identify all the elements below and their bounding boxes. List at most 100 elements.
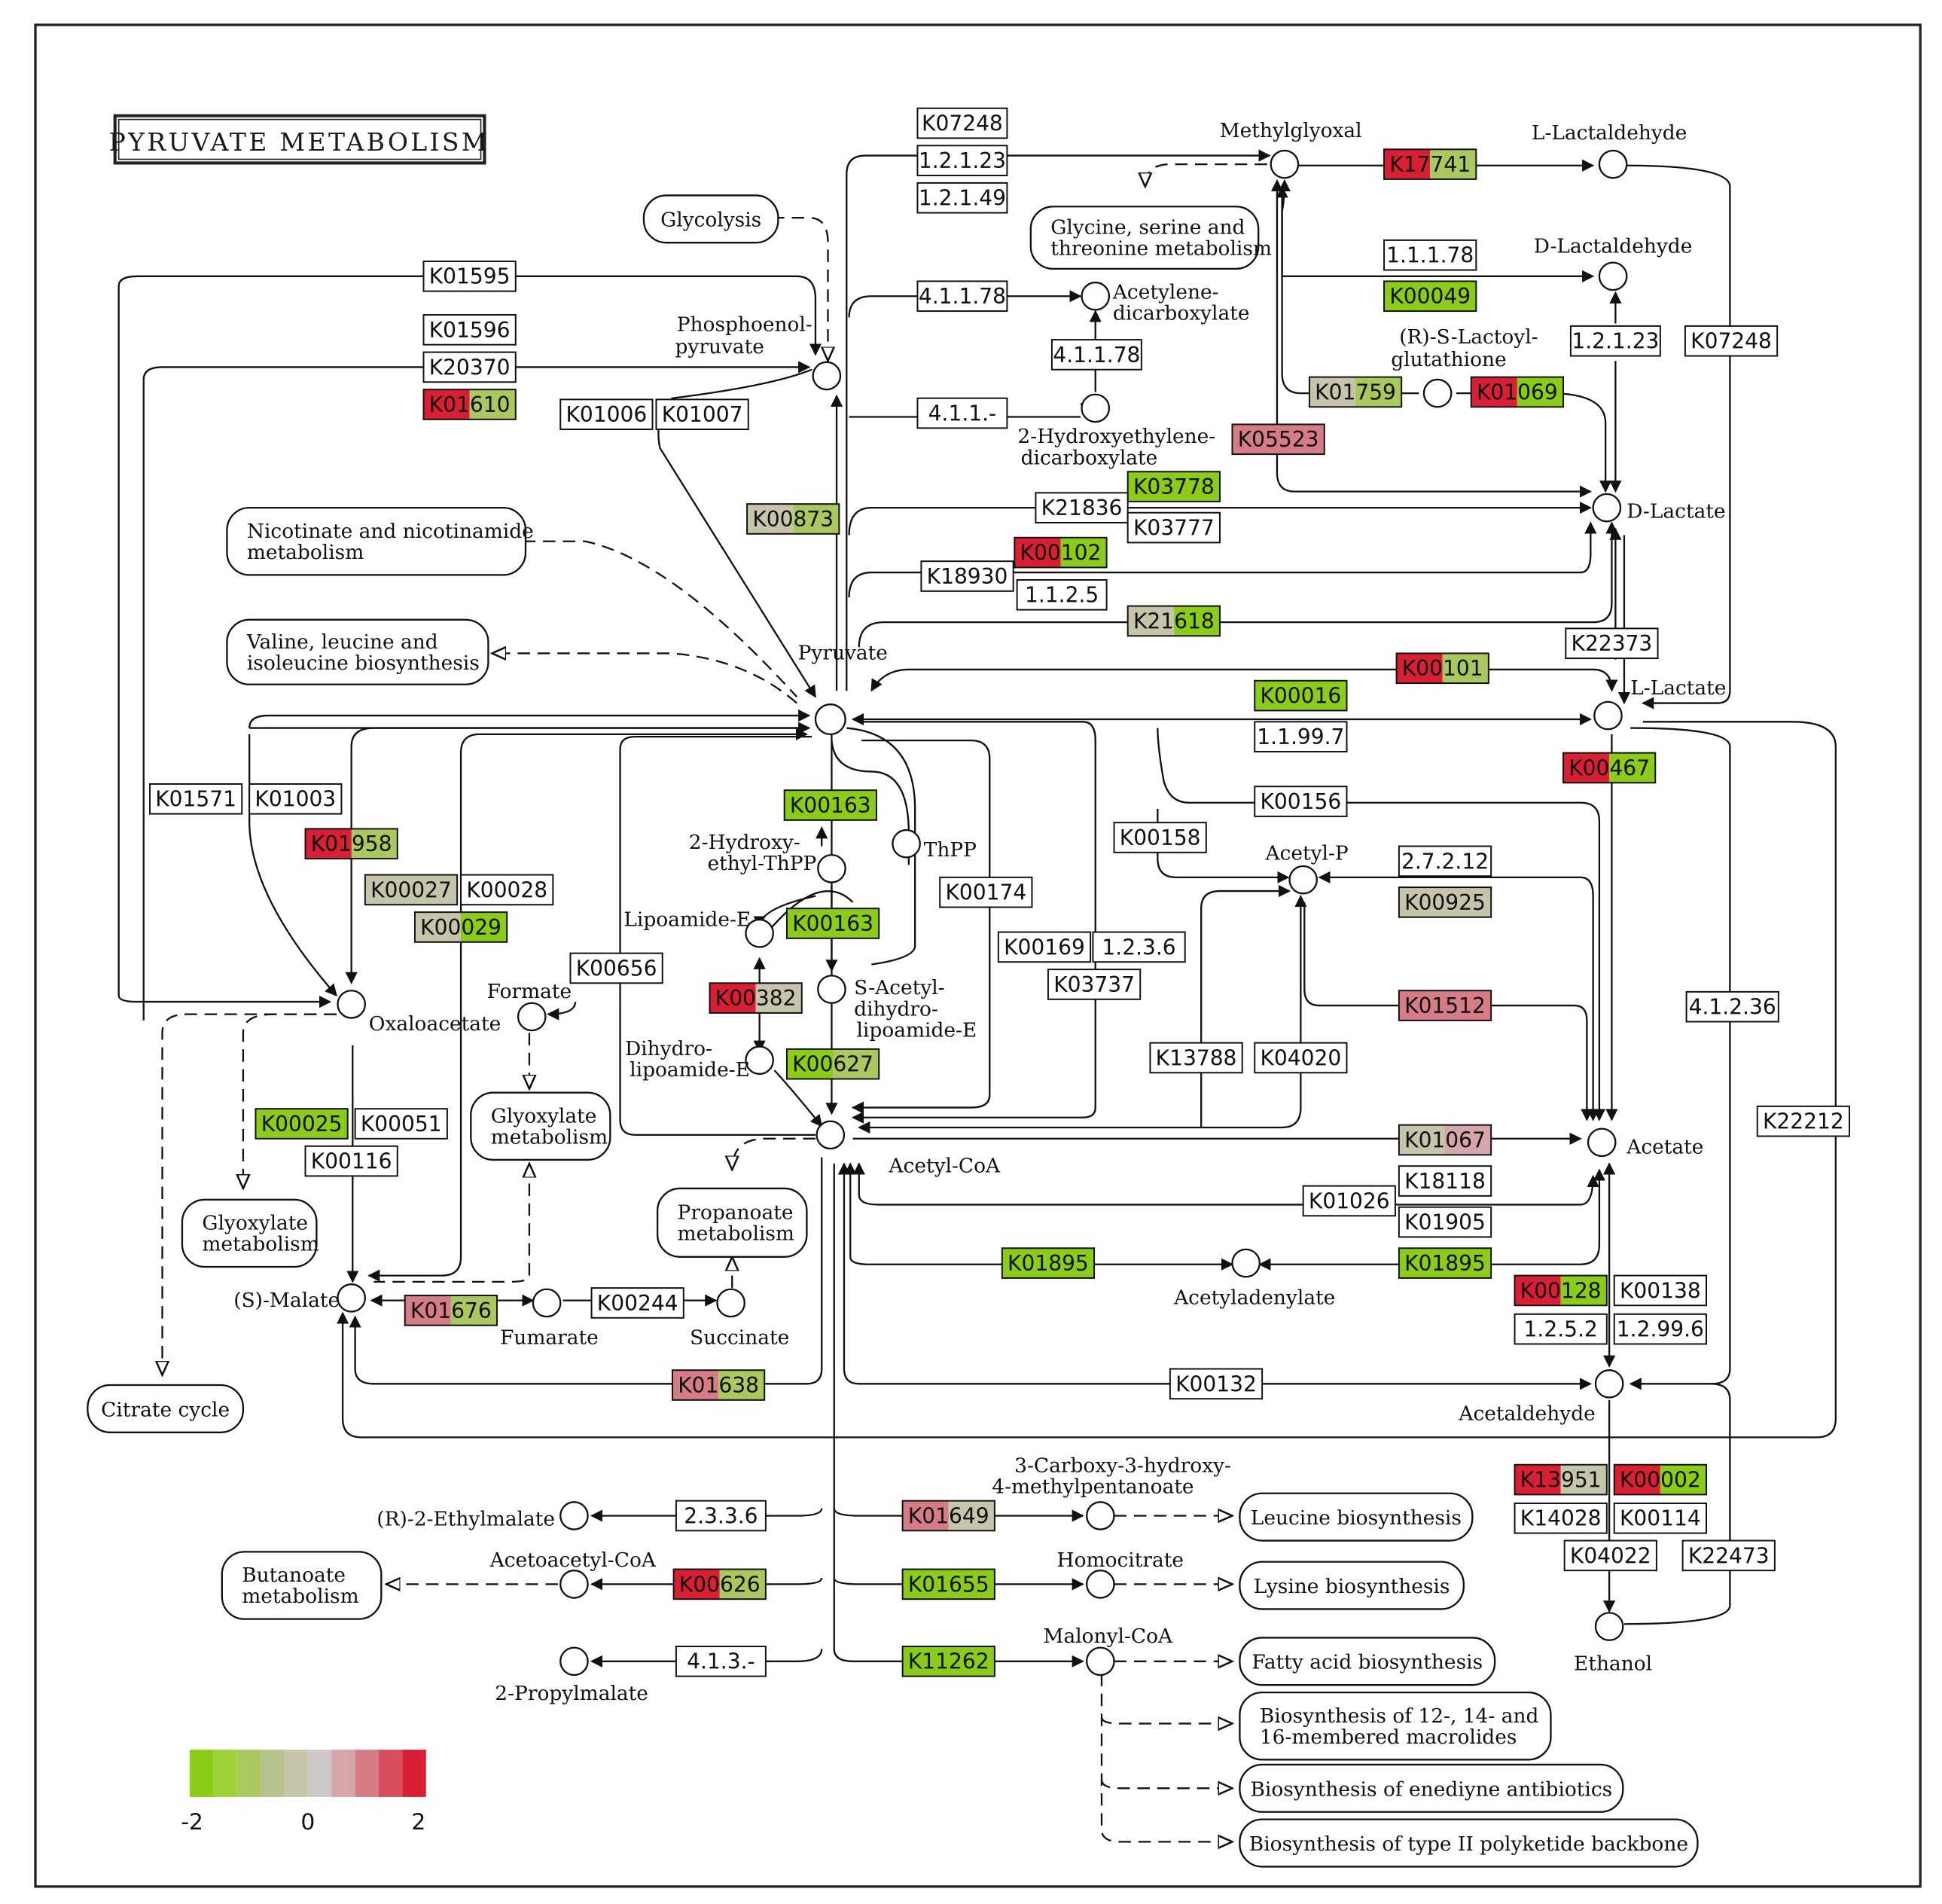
enzyme-box[interactable]: K00873: [746, 503, 840, 535]
enzyme-box[interactable]: 4.1.2.36: [1685, 990, 1779, 1023]
enzyme-box[interactable]: K00029: [413, 911, 508, 943]
enzyme-box[interactable]: 4.1.1.-: [916, 397, 1008, 429]
enzyme-box[interactable]: K04022: [1563, 1539, 1657, 1572]
enzyme-box[interactable]: K01512: [1398, 990, 1492, 1021]
enzyme-box[interactable]: K00128: [1514, 1274, 1608, 1307]
pathway-box[interactable]: Citrate cycle: [87, 1384, 245, 1433]
enzyme-box[interactable]: K04020: [1254, 1042, 1348, 1074]
enzyme-box[interactable]: K01895: [1398, 1247, 1492, 1279]
pathway-box[interactable]: Fatty acid biosynthesis: [1239, 1637, 1496, 1686]
enzyme-box[interactable]: 2.3.3.6: [675, 1500, 767, 1532]
enzyme-box[interactable]: K13951: [1514, 1463, 1608, 1496]
enzyme-box[interactable]: K01676: [404, 1295, 498, 1326]
enzyme-box[interactable]: K00163: [783, 789, 877, 821]
enzyme-box[interactable]: K00158: [1113, 822, 1207, 853]
enzyme-box[interactable]: K14028: [1514, 1502, 1608, 1534]
enzyme-box[interactable]: K17741: [1383, 148, 1477, 180]
enzyme-box[interactable]: K01007: [655, 398, 749, 431]
enzyme-box[interactable]: K00049: [1383, 280, 1477, 313]
enzyme-box[interactable]: K22212: [1756, 1105, 1851, 1137]
enzyme-box[interactable]: 1.2.1.23: [916, 145, 1008, 176]
enzyme-box[interactable]: K00627: [785, 1048, 880, 1080]
enzyme-box[interactable]: K00656: [569, 952, 663, 984]
enzyme-box[interactable]: 1.2.1.23: [1569, 325, 1661, 357]
enzyme-box[interactable]: 1.2.5.2: [1514, 1313, 1608, 1345]
enzyme-box[interactable]: 4.1.1.78: [916, 280, 1008, 313]
enzyme-box[interactable]: K03778: [1126, 471, 1221, 502]
enzyme-box[interactable]: K00028: [460, 874, 554, 906]
enzyme-box[interactable]: K01655: [901, 1568, 995, 1600]
enzyme-box[interactable]: K01895: [1001, 1247, 1096, 1279]
pathway-box[interactable]: Lysine biosynthesis: [1239, 1561, 1465, 1610]
enzyme-box[interactable]: K01958: [304, 828, 398, 860]
enzyme-box[interactable]: K01595: [422, 260, 517, 292]
enzyme-box[interactable]: K00051: [354, 1108, 448, 1140]
enzyme-box[interactable]: K00382: [709, 982, 803, 1014]
enzyme-box[interactable]: K00626: [672, 1568, 767, 1600]
enzyme-box[interactable]: K13788: [1149, 1042, 1243, 1074]
enzyme-box[interactable]: K18930: [920, 560, 1014, 592]
enzyme-box[interactable]: 1.2.1.49: [916, 182, 1008, 214]
enzyme-box[interactable]: 1.2.99.6: [1613, 1313, 1707, 1345]
enzyme-box[interactable]: K00467: [1562, 752, 1657, 784]
enzyme-box[interactable]: K01649: [901, 1500, 995, 1532]
enzyme-box[interactable]: 4.1.1.78: [1050, 339, 1142, 371]
enzyme-box[interactable]: K01003: [248, 783, 343, 815]
enzyme-box[interactable]: K01905: [1398, 1206, 1492, 1238]
enzyme-box[interactable]: K01067: [1398, 1124, 1492, 1156]
enzyme-box[interactable]: 4.1.3.-: [675, 1645, 767, 1677]
enzyme-box[interactable]: 2.7.2.12: [1398, 845, 1492, 877]
enzyme-box[interactable]: 1.1.1.78: [1383, 239, 1477, 271]
enzyme-box[interactable]: K00102: [1014, 536, 1108, 569]
enzyme-box[interactable]: K22373: [1565, 627, 1659, 660]
pathway-box[interactable]: Glycolysis: [642, 194, 779, 244]
pathway-box[interactable]: Biosynthesis of enediyne antibiotics: [1239, 1763, 1624, 1813]
enzyme-box[interactable]: K03777: [1126, 511, 1221, 544]
enzyme-box[interactable]: K01759: [1308, 376, 1403, 408]
enzyme-box[interactable]: K11262: [901, 1645, 995, 1677]
enzyme-box[interactable]: K00163: [785, 908, 880, 939]
enzyme-box[interactable]: K07248: [1684, 325, 1779, 357]
enzyme-box[interactable]: K00116: [304, 1145, 398, 1177]
pathway-box[interactable]: Biosynthesis of type II polyketide backb…: [1239, 1818, 1699, 1868]
enzyme-box[interactable]: K00002: [1613, 1463, 1707, 1496]
enzyme-box[interactable]: K21618: [1126, 605, 1221, 637]
enzyme-box[interactable]: K00156: [1254, 786, 1348, 817]
enzyme-box[interactable]: K01571: [148, 783, 243, 815]
enzyme-box[interactable]: K00174: [939, 876, 1033, 908]
enzyme-box[interactable]: K00132: [1169, 1368, 1264, 1400]
enzyme-box[interactable]: 1.1.99.7: [1254, 721, 1348, 752]
enzyme-box[interactable]: K01069: [1470, 376, 1564, 408]
enzyme-box[interactable]: K00114: [1613, 1502, 1707, 1534]
enzyme-box[interactable]: K00244: [590, 1287, 684, 1319]
enzyme-box[interactable]: K01026: [1302, 1185, 1396, 1217]
enzyme-box[interactable]: K00101: [1395, 652, 1489, 685]
enzyme-box[interactable]: 1.1.2.5: [1016, 578, 1108, 611]
pathway-box[interactable]: Leucine biosynthesis: [1239, 1492, 1474, 1542]
enzyme-box[interactable]: K00138: [1613, 1274, 1707, 1307]
enzyme-box[interactable]: K00016: [1254, 679, 1348, 712]
enzyme-box[interactable]: K00025: [255, 1108, 349, 1140]
enzyme-box[interactable]: K21836: [1035, 492, 1129, 523]
enzyme-box[interactable]: K05523: [1231, 423, 1325, 456]
enzyme-box[interactable]: K07248: [916, 107, 1008, 139]
enzyme-box[interactable]: K01638: [671, 1369, 766, 1401]
enzyme-box[interactable]: K01596: [422, 314, 517, 346]
enzyme-box[interactable]: K22473: [1681, 1539, 1776, 1572]
enzyme-box[interactable]: 1.2.3.6: [1092, 931, 1186, 963]
enzyme-box[interactable]: K01006: [559, 398, 654, 431]
enzyme-box[interactable]: K20370: [422, 351, 517, 383]
enzyme-box[interactable]: K00925: [1398, 886, 1492, 918]
enzyme-box[interactable]: K01610: [422, 389, 517, 420]
pathway-box[interactable]: Biosynthesis of 12-, 14- and16-membered …: [1239, 1691, 1552, 1761]
enzyme-box[interactable]: K18118: [1398, 1165, 1492, 1197]
enzyme-box[interactable]: K00027: [364, 874, 459, 906]
enzyme-box[interactable]: K00169: [997, 931, 1092, 963]
